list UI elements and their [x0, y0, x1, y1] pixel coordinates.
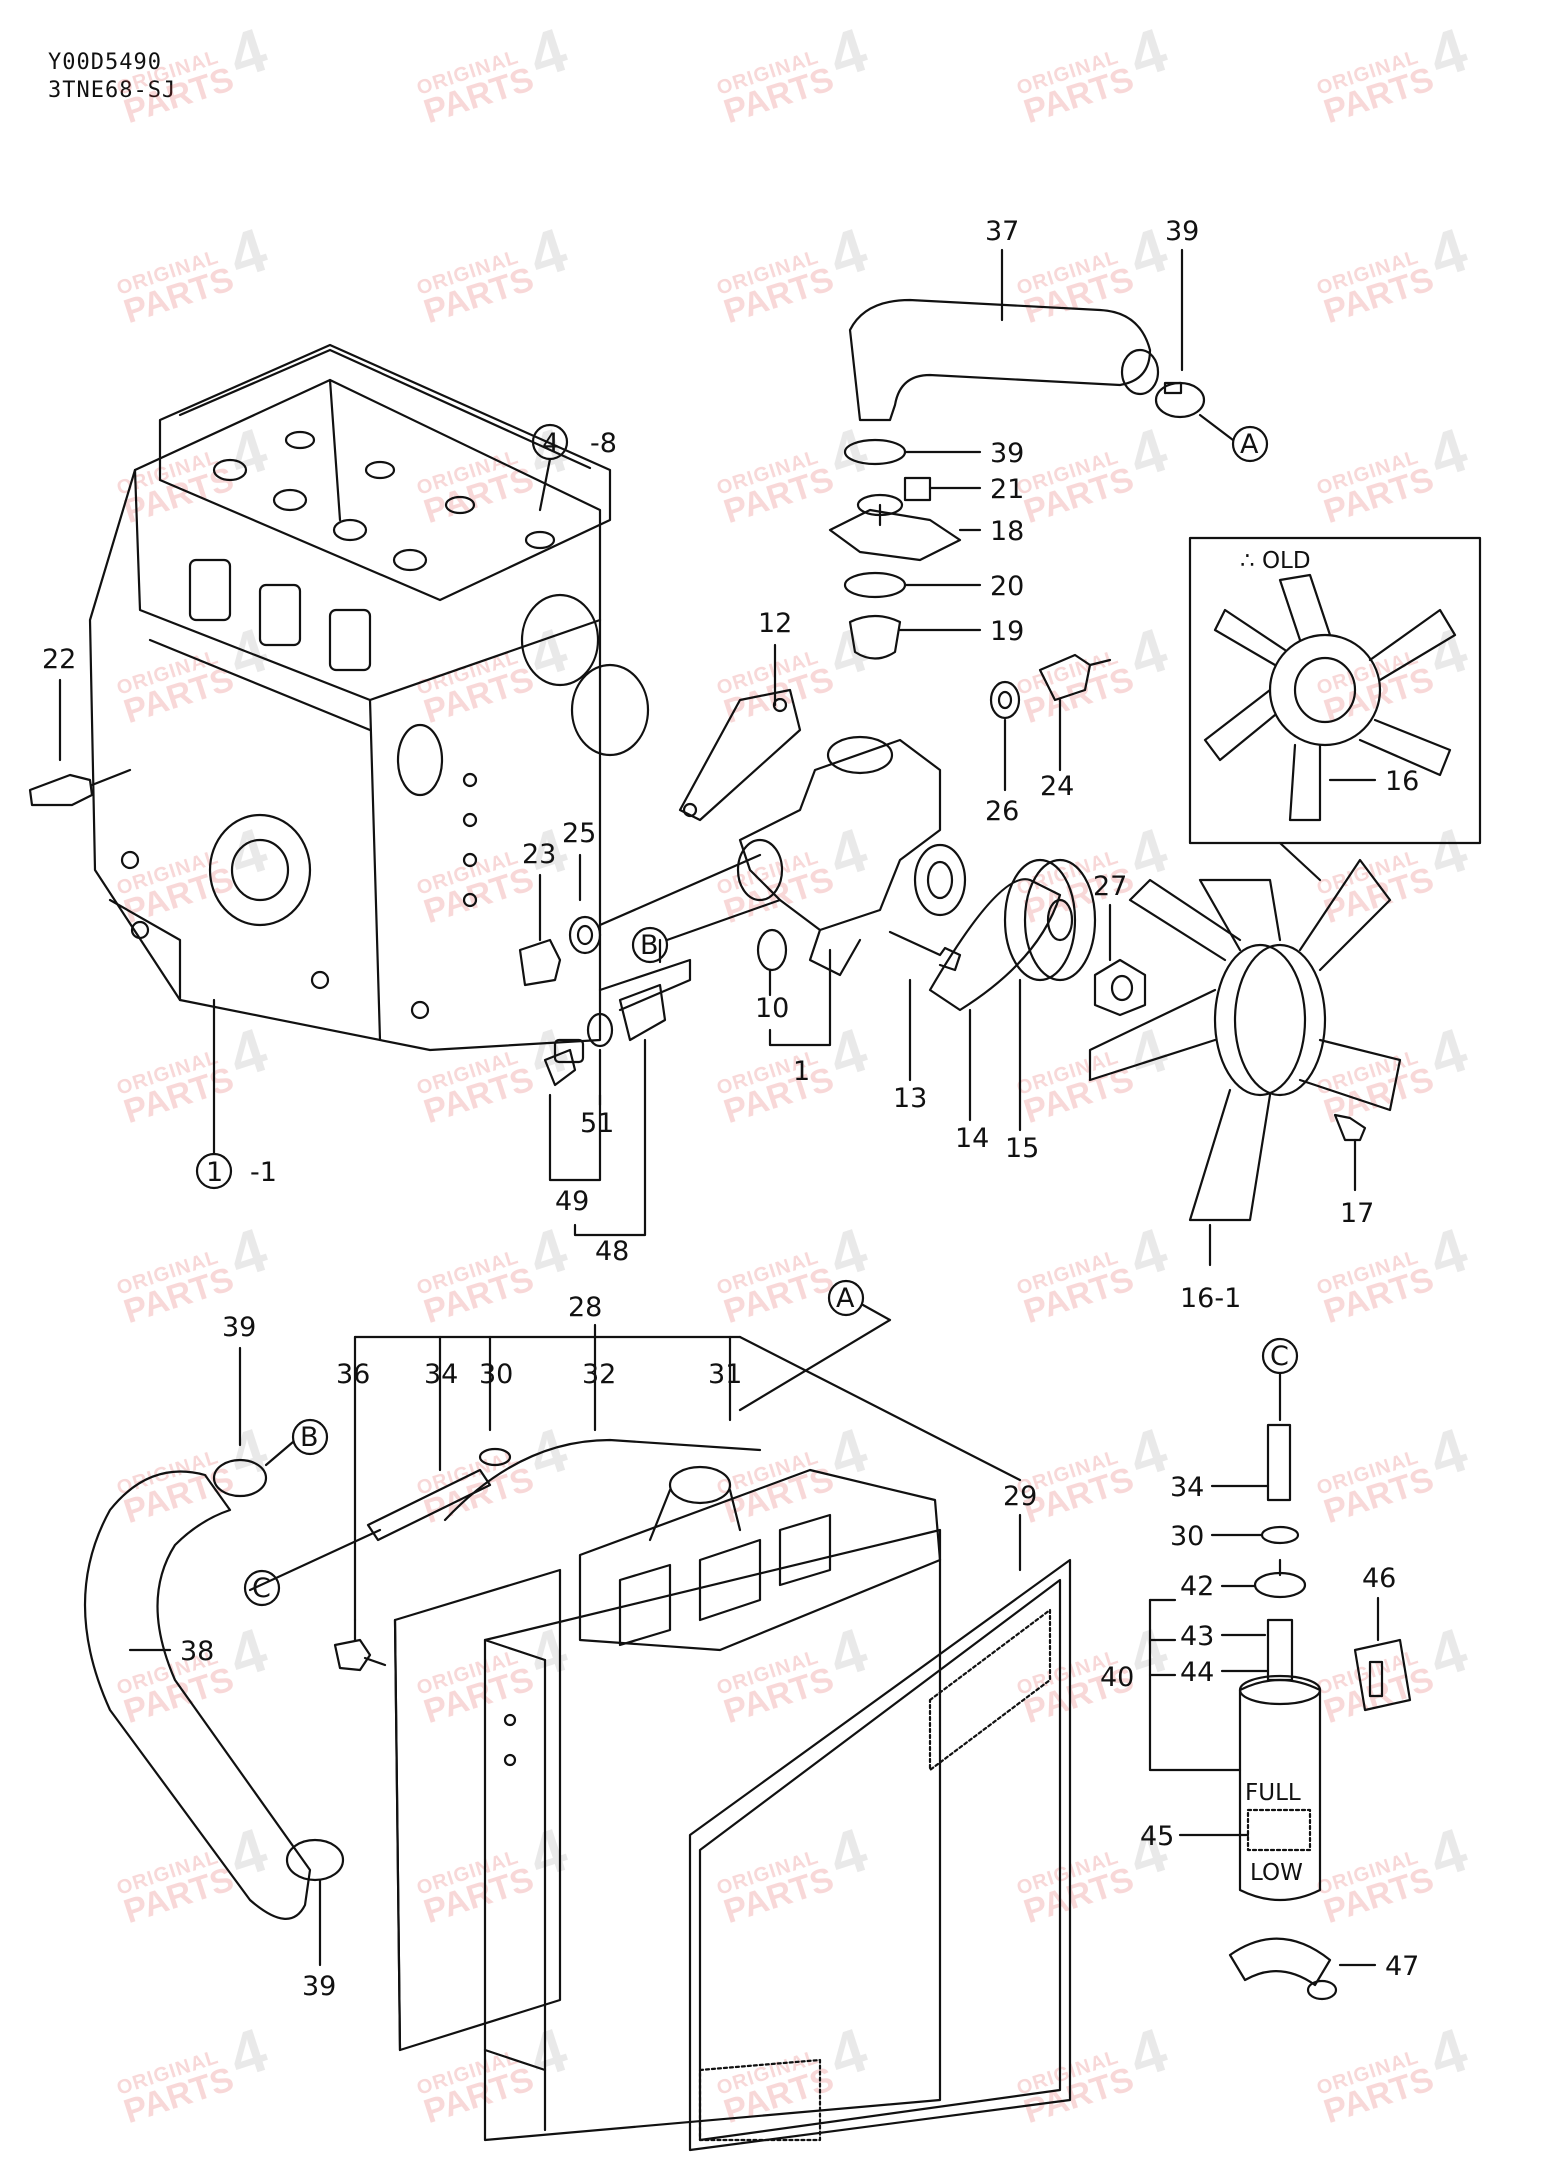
engine-block: [88, 343, 650, 1052]
fan-16-1: [1088, 858, 1402, 1222]
callout-p15: 15: [1005, 1133, 1039, 1164]
callout-p39c: 39: [222, 1312, 256, 1343]
callout-p10: 10: [755, 993, 789, 1024]
callout-p25: 25: [562, 818, 596, 849]
callout-p48: 48: [595, 1236, 629, 1267]
screen-29: [688, 1558, 1072, 2152]
callout-p37: 37: [985, 216, 1019, 247]
callout-cB1: B: [640, 930, 659, 961]
engine-model: 3TNE68-SJ: [48, 78, 177, 103]
callout-p46: 46: [1362, 1563, 1396, 1594]
callout-p18: 18: [990, 516, 1024, 547]
callout-p47: 47: [1385, 1951, 1419, 1982]
callout-cB2: B: [300, 1422, 319, 1453]
callout-p44: 44: [1180, 1657, 1214, 1688]
callout-p39a: 39: [1165, 216, 1199, 247]
callout-p26: 26: [985, 796, 1019, 827]
diagram-code: Y00D5490: [48, 50, 162, 75]
radiator: [483, 1465, 942, 2142]
callout-p38: 38: [180, 1636, 214, 1667]
callout-p17: 17: [1340, 1198, 1374, 1229]
callout-p42: 42: [1180, 1571, 1214, 1602]
callout-c1: 1: [206, 1157, 223, 1188]
callout-p14: 14: [955, 1123, 989, 1154]
callout-p34b: 34: [1170, 1472, 1204, 1503]
callout-p34a: 34: [424, 1359, 458, 1390]
callout-p13: 13: [893, 1083, 927, 1114]
fan-old: [1203, 573, 1457, 822]
reserve-tank: [1238, 1674, 1322, 1902]
water-pump: [736, 735, 967, 977]
callout-p16_1: 16-1: [1180, 1283, 1241, 1314]
callout-cA1: A: [1240, 429, 1259, 460]
callout-p36: 36: [336, 1359, 370, 1390]
callout-p30a: 30: [479, 1359, 513, 1390]
callout-p28: 28: [568, 1292, 602, 1323]
callout-full: FULL: [1245, 1780, 1301, 1806]
callout-p30b: 30: [1170, 1521, 1204, 1552]
callout-p29: 29: [1003, 1481, 1037, 1512]
callout-c4: 4: [542, 428, 559, 459]
callout-p8: -8: [590, 428, 617, 459]
callout-p39d: 39: [302, 1971, 336, 2002]
callout-p16: 16: [1385, 766, 1419, 797]
callout-p1_1: -1: [250, 1157, 277, 1188]
callout-p45: 45: [1140, 1821, 1174, 1852]
callout-old: ∴ OLD: [1240, 548, 1311, 574]
callout-p32: 32: [582, 1359, 616, 1390]
callout-p20: 20: [990, 571, 1024, 602]
callout-p24: 24: [1040, 771, 1074, 802]
callout-cC1: C: [252, 1573, 271, 1604]
callout-low: LOW: [1250, 1860, 1303, 1886]
callout-p12: 12: [758, 608, 792, 639]
callout-p43: 43: [1180, 1621, 1214, 1652]
hose-38: [84, 1470, 312, 1920]
callout-p40: 40: [1100, 1662, 1134, 1693]
callout-cA2: A: [836, 1283, 855, 1314]
callout-p27: 27: [1093, 871, 1127, 902]
callout-p49: 49: [555, 1186, 589, 1217]
hose-37: [848, 298, 1160, 422]
callout-p21: 21: [990, 474, 1024, 505]
callout-p31: 31: [708, 1359, 742, 1390]
callout-p22: 22: [42, 644, 76, 675]
callout-p23: 23: [522, 839, 556, 870]
callout-p51: 51: [580, 1108, 614, 1139]
callout-p39b: 39: [990, 438, 1024, 469]
callout-cC2: C: [1270, 1341, 1289, 1372]
callout-p19: 19: [990, 616, 1024, 647]
callout-p1: 1: [793, 1056, 810, 1087]
